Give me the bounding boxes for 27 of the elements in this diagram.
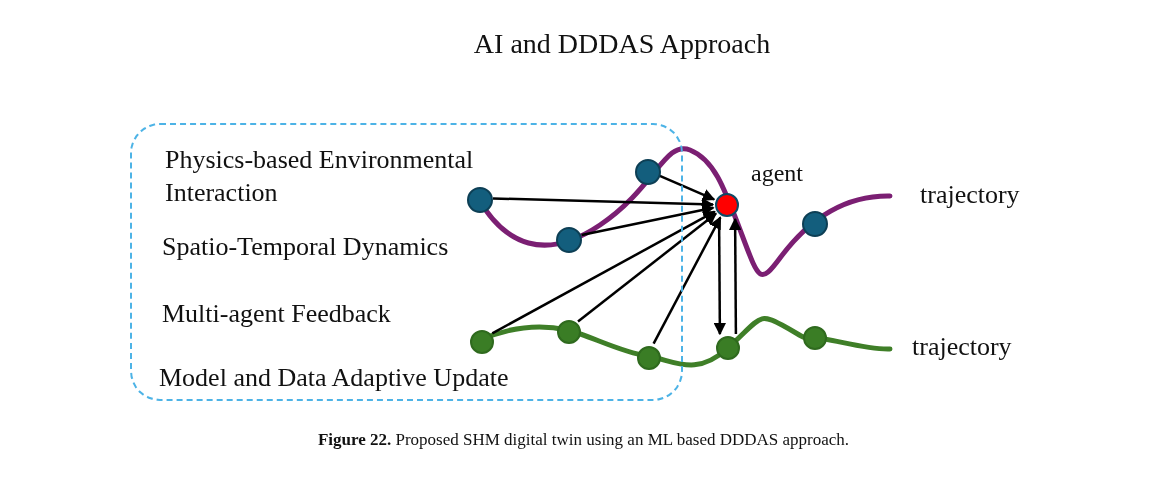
arrow — [713, 219, 727, 336]
state-dot — [803, 326, 827, 350]
arrow — [581, 203, 715, 237]
node-text: Spatio-Temporal Dynamics — [162, 231, 450, 263]
state-dot — [470, 330, 494, 354]
state-dot — [802, 211, 828, 237]
dashed-group-box — [130, 123, 683, 401]
curve-label: trajectory — [920, 180, 1020, 210]
arrow — [491, 210, 716, 335]
node-text: Multi-agent Feedback — [162, 298, 392, 330]
arrow — [652, 216, 722, 345]
node-caption: agent — [751, 160, 803, 187]
state-dot — [556, 227, 582, 253]
node-text: Physics-based Environmental Interaction — [165, 144, 475, 209]
state-dot — [716, 336, 740, 360]
arrow — [577, 212, 717, 323]
curve-label: trajectory — [912, 332, 1012, 362]
figure-caption: Figure 22. Proposed SHM digital twin using an ML based DDDAS approach. — [316, 430, 851, 450]
diagram-title: AI and DDDAS Approach — [472, 28, 772, 60]
state-dot — [557, 320, 581, 344]
arrow — [728, 217, 742, 334]
node-text: Model and Data Adaptive Update — [159, 362, 510, 394]
state-dot — [637, 346, 661, 370]
state-dot — [467, 187, 493, 213]
agent-dot — [715, 193, 739, 217]
state-dot — [635, 159, 661, 185]
arrow — [659, 174, 716, 201]
